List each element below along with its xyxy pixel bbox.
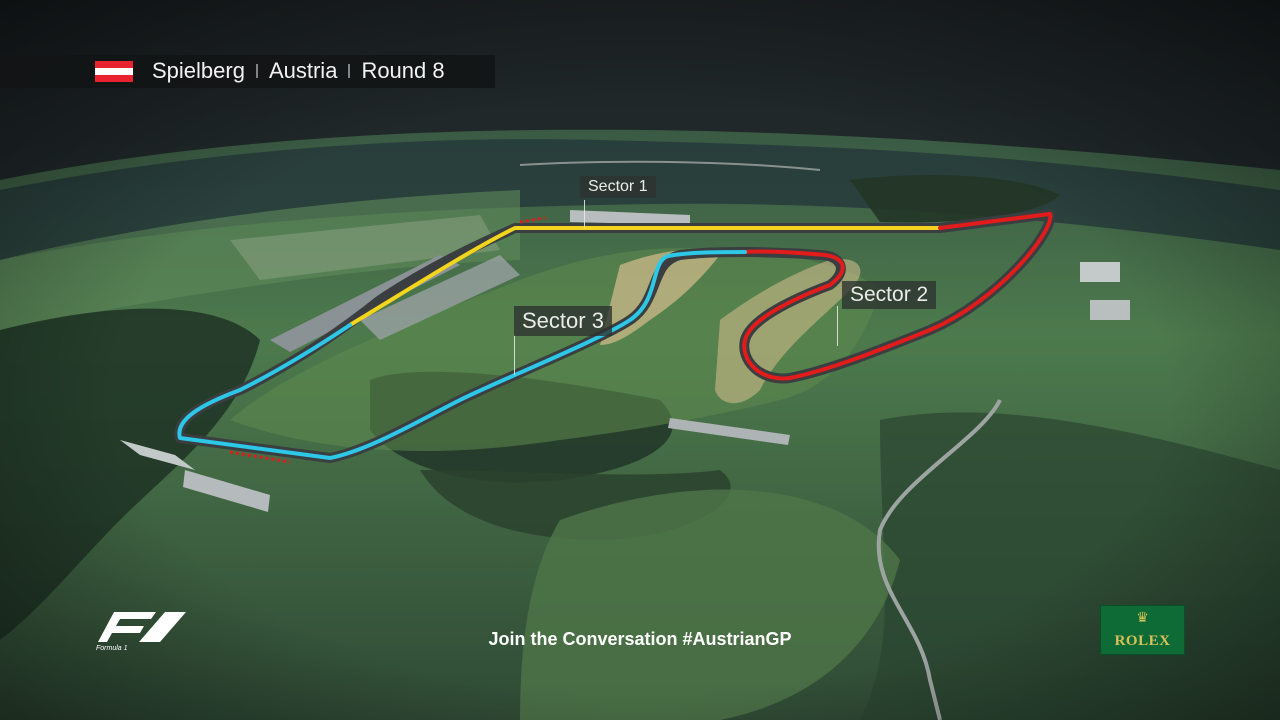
sector-3-label: Sector 3 [514, 306, 612, 336]
country-name: Austria [268, 58, 338, 83]
social-hashtag-message: Join the Conversation #AustrianGP [488, 629, 792, 649]
separator [348, 64, 351, 78]
sector-2-label: Sector 2 [842, 281, 937, 309]
sector-3-pointer [514, 335, 515, 375]
f1-wordmark: Formula 1 [96, 645, 128, 652]
rolex-crown-icon: ♛ [1136, 609, 1149, 625]
austria-flag-icon [95, 61, 133, 82]
round-label: Round 8 [361, 58, 445, 83]
f1-logo: Formula 1 [96, 612, 186, 652]
separator [255, 64, 258, 78]
location-name: Spielberg [152, 58, 245, 83]
rolex-sponsor-badge: ♛ ROLEX [1100, 605, 1185, 655]
race-title: Spielberg Austria Round 8 [152, 58, 445, 84]
sector-1-pointer [584, 200, 585, 228]
location-bar: Spielberg Austria Round 8 [0, 55, 495, 88]
sector-2-pointer [837, 306, 838, 346]
rolex-wordmark: ROLEX [1114, 633, 1171, 649]
sector-1-label: Sector 1 [580, 176, 656, 198]
